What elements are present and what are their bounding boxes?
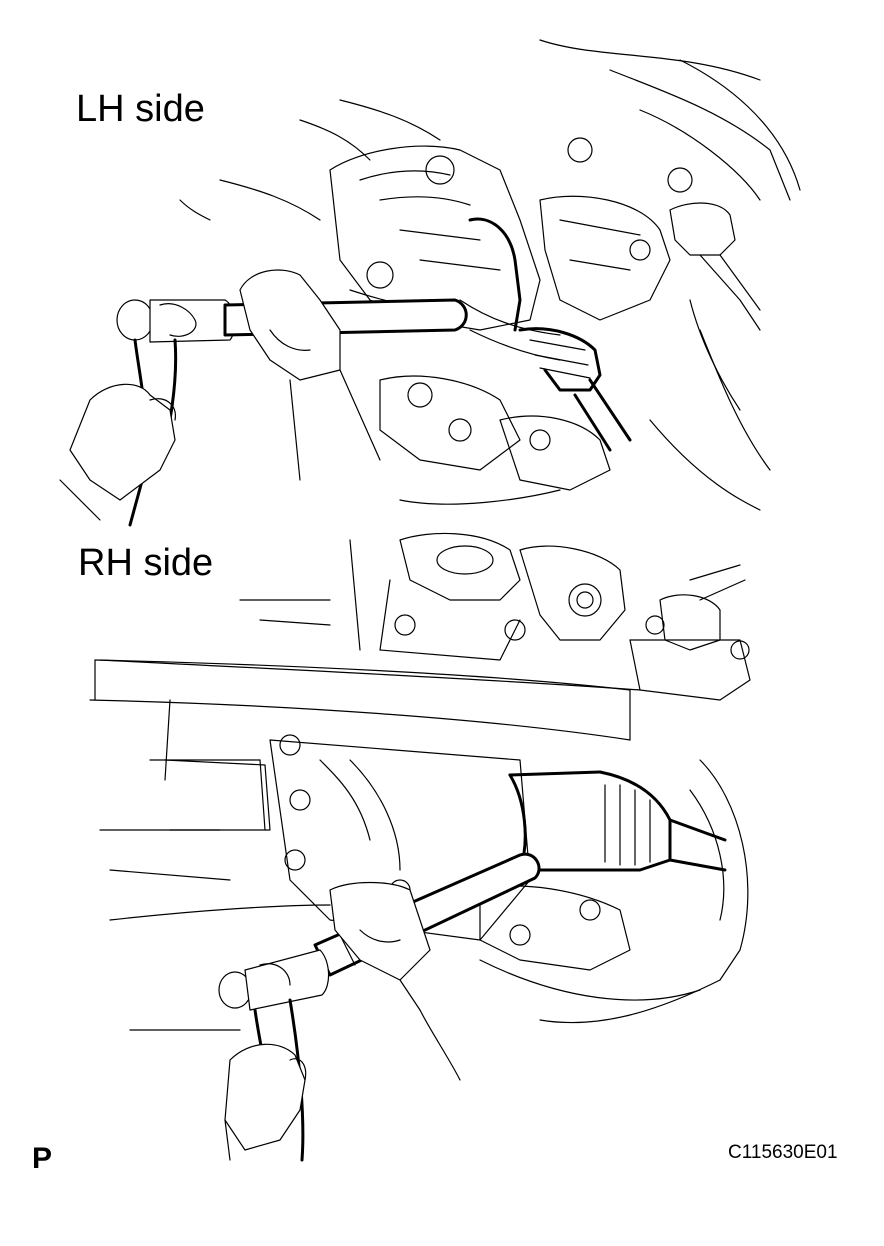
rh-side-label: RH side bbox=[78, 542, 214, 584]
rh-hand-upper bbox=[329, 881, 431, 1011]
rh-vehicle-body-lines bbox=[89, 539, 749, 1081]
rh-cross-member bbox=[94, 659, 631, 741]
lh-lower-engine-parts bbox=[379, 375, 611, 491]
rh-engine-mount bbox=[379, 532, 626, 661]
lh-hand-lower bbox=[59, 383, 177, 521]
lh-vehicle-body-lines bbox=[179, 39, 801, 511]
lh-drive-shaft bbox=[459, 217, 632, 452]
rh-drive-shaft bbox=[508, 770, 727, 872]
page-mark: P bbox=[32, 1142, 53, 1175]
rh-hand-lower bbox=[224, 1043, 307, 1161]
rh-tie-rod bbox=[629, 564, 751, 701]
lh-hand-upper bbox=[239, 269, 381, 481]
lh-hammer bbox=[116, 299, 236, 527]
lh-side-label: LH side bbox=[76, 88, 205, 130]
figure-id: C115630E01 bbox=[728, 1142, 838, 1163]
